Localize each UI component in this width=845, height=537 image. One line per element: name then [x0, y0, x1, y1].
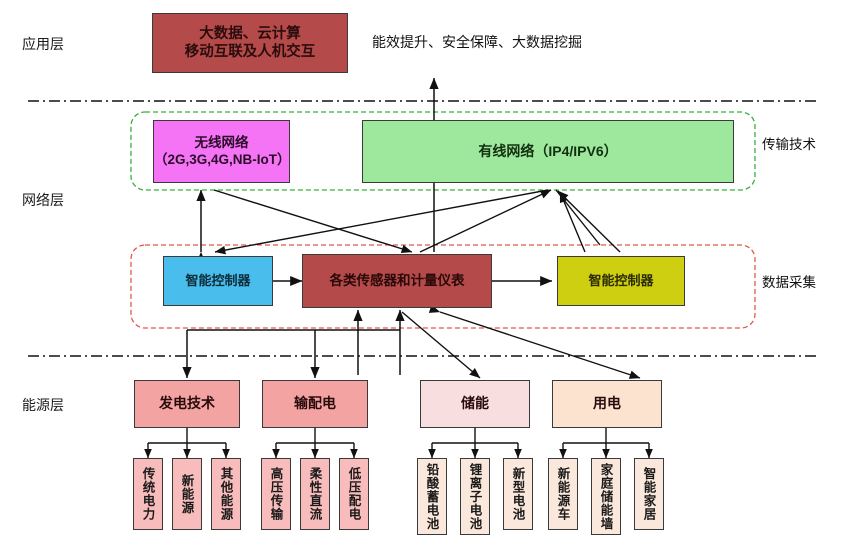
box-energy-child-consumption-1[interactable]: 新能源车 — [548, 458, 578, 530]
box-energy-child-distribution-2[interactable]: 柔性直流 — [300, 458, 330, 530]
box-energy-child-storage-3-label: 新型电池 — [510, 467, 525, 521]
box-sensors-meters[interactable]: 各类传感器和计量仪表 — [302, 254, 492, 308]
box-energy-group-distribution-label: 输配电 — [294, 395, 336, 412]
side-label-data-acquisition: 数据采集 — [762, 275, 816, 290]
layer-label-energy: 能源层 — [22, 397, 64, 413]
box-energy-group-generation-label: 发电技术 — [159, 395, 215, 412]
box-energy-child-distribution-1[interactable]: 高压传输 — [261, 458, 291, 530]
transmission-container — [130, 111, 756, 191]
box-energy-child-storage-2[interactable]: 锂离子电池 — [460, 458, 490, 535]
arrow-wired-to-controller-left — [214, 189, 549, 255]
box-energy-child-consumption-2[interactable]: 家庭储能墙 — [591, 458, 621, 535]
box-application-bigdata[interactable]: 大数据、云计算 移动互联及人机交互 — [152, 13, 348, 73]
box-energy-child-storage-2-label: 锂离子电池 — [467, 462, 482, 531]
arrow-sensors-consumption — [428, 304, 641, 379]
box-energy-child-generation-1[interactable]: 传统电力 — [133, 458, 163, 530]
box-energy-child-distribution-3-label: 低压配电 — [346, 467, 361, 521]
side-label-transmission: 传输技术 — [762, 137, 816, 152]
box-energy-child-distribution-1-label: 高压传输 — [268, 467, 283, 521]
box-sensors-label: 各类传感器和计量仪表 — [329, 272, 465, 288]
box-controller-left[interactable]: 智能控制器 — [163, 256, 273, 306]
box-energy-group-storage-label: 储能 — [461, 395, 489, 412]
arrow-sensors-to-wired — [419, 189, 552, 253]
box-energy-child-generation-3[interactable]: 其他能源 — [211, 458, 241, 530]
box-energy-child-distribution-2-label: 柔性直流 — [307, 467, 322, 521]
layer-label-application: 应用层 — [22, 36, 64, 52]
box-energy-group-consumption[interactable]: 用电 — [552, 380, 662, 428]
box-energy-group-consumption-label: 用电 — [593, 395, 621, 412]
box-application-line1: 大数据、云计算 — [199, 25, 301, 42]
application-note: 能效提升、安全保障、大数据挖掘 — [372, 34, 582, 50]
box-energy-child-consumption-1-label: 新能源车 — [555, 467, 570, 521]
box-wireless-network[interactable]: 无线网络 （2G,3G,4G,NB-IoT） — [153, 120, 291, 183]
box-energy-child-distribution-3[interactable]: 低压配电 — [339, 458, 369, 530]
box-wired-label: 有线网络（IP4/IPV6） — [478, 142, 618, 159]
box-energy-child-storage-3[interactable]: 新型电池 — [503, 458, 533, 530]
box-energy-child-generation-3-label: 其他能源 — [218, 467, 233, 521]
arrow-ctrl-right-to-wired — [557, 190, 621, 253]
layer-label-network: 网络层 — [22, 192, 64, 208]
arrow-wireless-to-sensors — [213, 189, 413, 254]
box-wireless-line2: （2G,3G,4G,NB-IoT） — [154, 151, 291, 167]
box-energy-child-consumption-3-label: 智能家居 — [641, 467, 656, 521]
box-energy-group-distribution[interactable]: 输配电 — [262, 380, 368, 428]
box-controller-right-label: 智能控制器 — [588, 272, 654, 288]
box-energy-group-storage[interactable]: 储能 — [420, 380, 530, 428]
box-energy-child-consumption-3[interactable]: 智能家居 — [634, 458, 664, 530]
box-energy-child-generation-1-label: 传统电力 — [140, 467, 155, 521]
box-controller-right[interactable]: 智能控制器 — [557, 256, 685, 306]
box-energy-child-generation-2[interactable]: 新能源 — [172, 458, 202, 530]
box-wired-network[interactable]: 有线网络（IP4/IPV6） — [362, 120, 734, 183]
box-application-line2: 移动互联及人机交互 — [184, 44, 316, 60]
box-energy-child-consumption-2-label: 家庭储能墙 — [598, 462, 613, 531]
box-controller-left-label: 智能控制器 — [185, 272, 251, 288]
box-energy-child-storage-1[interactable]: 铅酸蓄电池 — [417, 458, 447, 535]
box-energy-group-generation[interactable]: 发电技术 — [134, 380, 240, 428]
box-wireless-line1: 无线网络 — [194, 134, 249, 150]
box-energy-child-storage-1-label: 铅酸蓄电池 — [424, 462, 439, 531]
box-energy-child-generation-2-label: 新能源 — [179, 473, 194, 515]
arrow-right-to-wired — [559, 191, 586, 253]
